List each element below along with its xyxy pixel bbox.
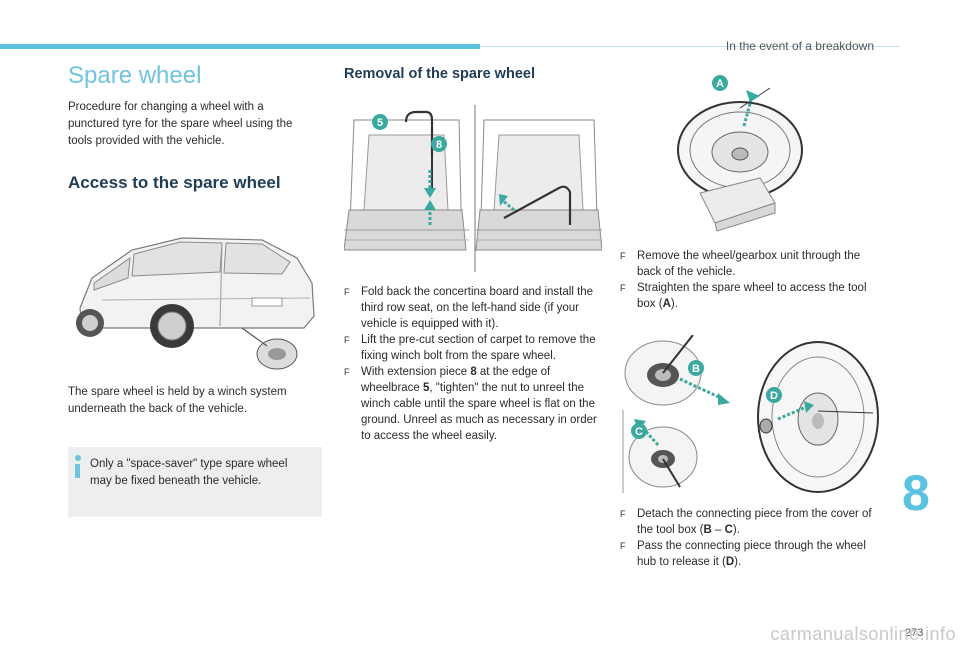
toolbox-step: F Remove the wheel/gearbox unit through …	[620, 250, 861, 278]
note-box: Only a "space-saver" type spare wheel ma…	[68, 447, 322, 517]
label-8: 8	[436, 139, 442, 151]
note-text: Only a "space-saver" type spare wheel ma…	[90, 458, 288, 487]
step-marker: F	[344, 367, 350, 377]
toolbox-steps-list: F Remove the wheel/gearbox unit through …	[620, 248, 870, 312]
section-title: In the event of a breakdown	[725, 39, 874, 53]
car-illustration	[76, 237, 315, 370]
step-marker: F	[344, 287, 350, 297]
label-a: A	[716, 78, 724, 90]
step-marker: F	[620, 283, 626, 293]
label-d: D	[770, 390, 778, 402]
header-rule	[480, 46, 900, 47]
step-marker: F	[620, 251, 626, 261]
page-number: 273	[905, 627, 924, 639]
winch-text: The spare wheel is held by a winch syste…	[68, 386, 287, 415]
step-marker: F	[620, 541, 626, 551]
label-5: 5	[377, 117, 383, 129]
chapter-number: 8	[902, 465, 930, 521]
step-marker: F	[344, 335, 350, 345]
page-title: Spare wheel	[68, 62, 202, 89]
intro-text: Procedure for changing a wheel with a pu…	[68, 101, 293, 147]
header-accent-bar	[0, 44, 480, 49]
connecting-piece-illustration: B C D	[622, 335, 879, 495]
access-heading: Access to the spare wheel	[68, 173, 281, 192]
removal-heading: Removal of the spare wheel	[344, 66, 535, 82]
watermark-text: carmanualsonline.info	[770, 624, 956, 644]
info-icon	[74, 455, 81, 478]
spare-wheel-toolbox-illustration: A	[677, 75, 803, 232]
label-b: B	[692, 363, 700, 375]
label-c: C	[635, 426, 643, 438]
step-marker: F	[620, 509, 626, 519]
boot-illustration: 5 8	[344, 100, 602, 272]
